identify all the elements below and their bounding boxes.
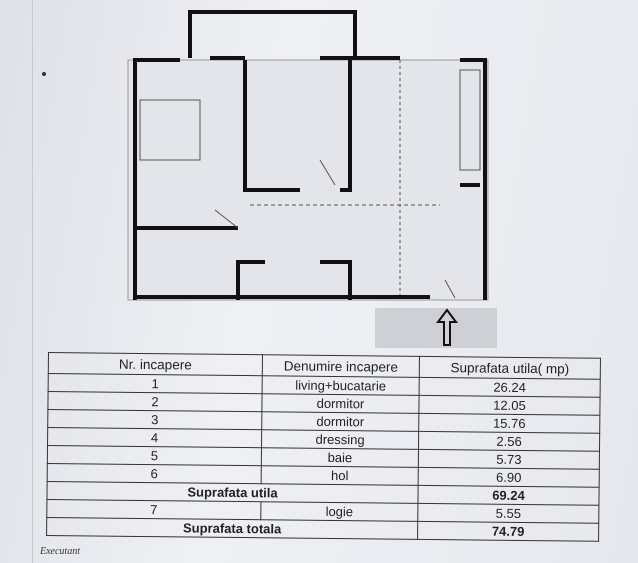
cell-area: 5.73	[418, 449, 600, 470]
cell-nr: 5	[47, 445, 262, 466]
cell-nr: 4	[47, 427, 262, 448]
header-area: Suprafata utila( mp)	[419, 356, 601, 380]
cell-nr: 6	[47, 463, 262, 484]
header-nr: Nr. incapere	[48, 352, 263, 376]
redacted-box	[375, 308, 497, 348]
cell-nr: 7	[46, 499, 261, 520]
margin-line	[32, 0, 33, 563]
cell-name: dormitor	[261, 411, 419, 432]
cell-nr: 3	[47, 409, 262, 430]
cell-area: 6.90	[418, 467, 600, 488]
cell-area: 5.55	[417, 503, 599, 524]
cell-name: baie	[261, 447, 419, 468]
arrow-up-icon	[436, 308, 458, 346]
cell-nr: 1	[48, 373, 263, 394]
cell-area: 2.56	[418, 431, 600, 452]
cell-name: dressing	[261, 429, 419, 450]
subtotal-area: 69.24	[417, 485, 600, 506]
bullet-dot	[42, 72, 46, 76]
cell-area: 12.05	[418, 395, 601, 416]
cell-name: living+bucatarie	[262, 375, 420, 396]
plan-walls	[133, 10, 487, 300]
plan-background	[127, 59, 489, 301]
rooms-table: Nr. incapere Denumire incapere Suprafata…	[46, 352, 601, 542]
total-area: 74.79	[417, 521, 599, 542]
plan-details	[139, 60, 481, 299]
total-label: Suprafata totala	[46, 517, 418, 540]
cell-name: hol	[261, 465, 419, 486]
cell-name: logie	[260, 501, 418, 522]
cell-nr: 2	[47, 391, 263, 412]
cell-name: dormitor	[261, 393, 420, 414]
cell-area: 26.24	[419, 377, 601, 398]
cell-area: 15.76	[418, 413, 600, 434]
executant-label: Executant	[40, 546, 80, 557]
header-name: Denumire incapere	[262, 354, 420, 378]
